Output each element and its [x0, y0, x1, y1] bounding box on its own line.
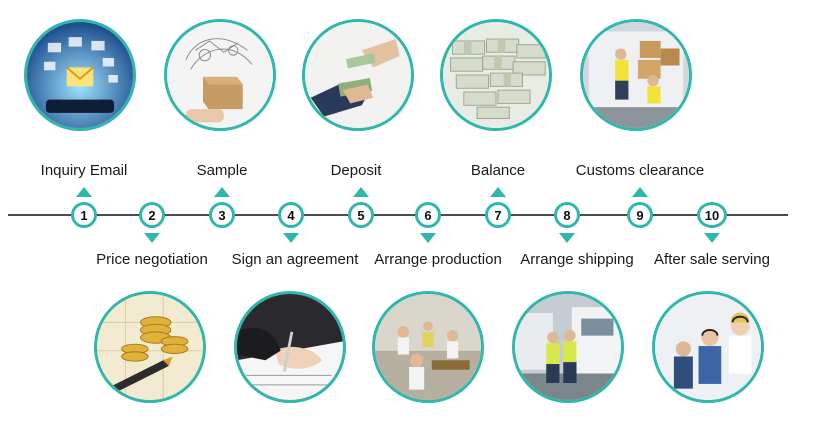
- trucks-workers-photo: [512, 291, 624, 403]
- timeline-line: [8, 214, 788, 216]
- call-center-photo: [652, 291, 764, 403]
- signing-contract-photo: [234, 291, 346, 403]
- cash-stack-photo: [440, 19, 552, 131]
- step-4-node: 4: [278, 202, 304, 228]
- step-4-label: Sign an agreement: [232, 251, 359, 268]
- step-7-arrow: [490, 187, 506, 197]
- gold-coins-photo: [94, 291, 206, 403]
- step-8-label: Arrange shipping: [520, 251, 633, 268]
- step-6-arrow: [420, 233, 436, 243]
- step-1-node: 1: [71, 202, 97, 228]
- step-4-arrow: [283, 233, 299, 243]
- money-handover-photo: [302, 19, 414, 131]
- step-6-node: 6: [415, 202, 441, 228]
- step-8-arrow: [559, 233, 575, 243]
- step-2-label: Price negotiation: [96, 251, 208, 268]
- step-2-arrow: [144, 233, 160, 243]
- step-7-label: Balance: [471, 162, 525, 179]
- step-10-arrow: [704, 233, 720, 243]
- step-9-label: Customs clearance: [576, 162, 704, 179]
- step-5-node: 5: [348, 202, 374, 228]
- step-10-label: After sale serving: [654, 251, 770, 268]
- parcel-box-photo: [164, 19, 276, 131]
- truck-loading-photo: [580, 19, 692, 131]
- factory-workers-photo: [372, 291, 484, 403]
- step-3-arrow: [214, 187, 230, 197]
- step-7-node: 7: [485, 202, 511, 228]
- step-8-node: 8: [554, 202, 580, 228]
- step-2-node: 2: [139, 202, 165, 228]
- step-6-label: Arrange production: [374, 251, 502, 268]
- step-1-arrow: [76, 187, 92, 197]
- step-1-label: Inquiry Email: [41, 162, 128, 179]
- email-photo: [24, 19, 136, 131]
- step-5-arrow: [353, 187, 369, 197]
- step-3-node: 3: [209, 202, 235, 228]
- step-5-label: Deposit: [331, 162, 382, 179]
- step-9-node: 9: [627, 202, 653, 228]
- step-10-node: 10: [697, 202, 727, 228]
- step-3-label: Sample: [197, 162, 248, 179]
- step-9-arrow: [632, 187, 648, 197]
